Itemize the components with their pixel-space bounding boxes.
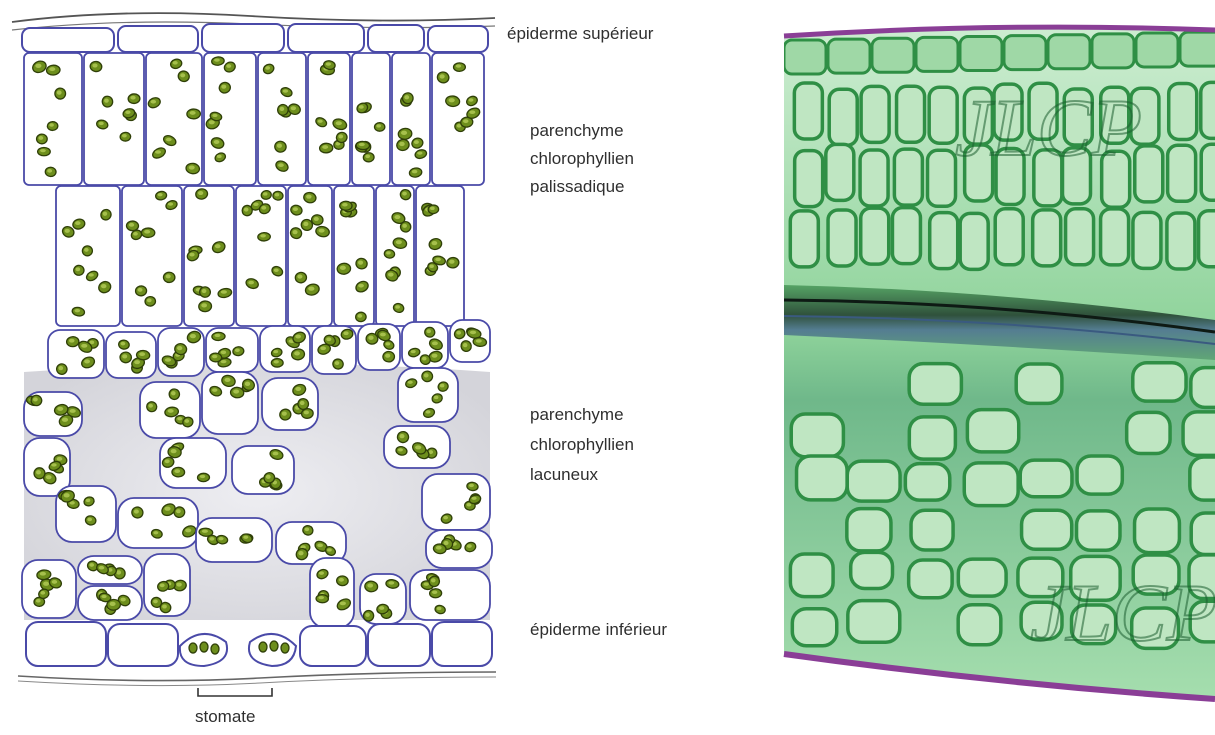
micrograph-epidermal-cell xyxy=(784,40,826,74)
micrograph-palisade-cell xyxy=(892,208,920,264)
micrograph-palisade-cell xyxy=(960,213,988,269)
micrograph-spongy-cell xyxy=(911,510,953,550)
micrograph-spongy-cell xyxy=(1191,513,1215,555)
guard-cells xyxy=(180,634,296,666)
micrograph-epidermal-cell xyxy=(1136,33,1178,67)
label-spongy-2: chlorophyllien xyxy=(530,435,634,454)
micrograph-spongy-cell xyxy=(909,560,952,598)
palisade-cell xyxy=(352,53,390,185)
micrograph-spongy-cell xyxy=(1077,456,1122,494)
spongy-cell xyxy=(410,570,490,620)
label-stomate: stomate xyxy=(195,707,255,726)
micrograph-watermark-lower: JLCP xyxy=(1030,567,1215,658)
micrograph-spongy-cell xyxy=(909,364,961,405)
micrograph-spongy-cell xyxy=(1133,363,1186,401)
label-palisade-3: palissadique xyxy=(530,177,625,196)
micrograph-spongy-cell xyxy=(964,463,1018,506)
micrograph-palisade-cell xyxy=(1167,213,1195,269)
micrograph-palisade-cell xyxy=(1101,209,1129,265)
micrograph-spongy-cell xyxy=(958,605,1001,645)
micrograph-spongy-cell xyxy=(909,417,955,459)
micrograph-spongy-cell xyxy=(1016,364,1062,403)
micrograph-epidermis xyxy=(784,32,1215,74)
micrograph-palisade-cell xyxy=(829,89,857,145)
micrograph-palisade-cell xyxy=(1201,144,1215,200)
micrograph-palisade-cell xyxy=(860,150,888,206)
micrograph-epidermal-cell xyxy=(872,38,914,72)
micrograph-epidermal-cell xyxy=(960,36,1002,70)
micrograph-palisade-cell xyxy=(930,213,958,269)
micrograph-epidermal-cell xyxy=(1180,32,1215,66)
micrograph-palisade-cell xyxy=(794,83,822,139)
micrograph-palisade-cell xyxy=(1201,82,1215,138)
micrograph-spongy-cell xyxy=(905,464,949,500)
micrograph-spongy-cell xyxy=(967,410,1018,452)
label-spongy-1: parenchyme xyxy=(530,405,624,424)
micrograph-palisade-cell xyxy=(795,151,823,207)
label-palisade-1: parenchyme xyxy=(530,121,624,140)
micrograph-spongy-cell xyxy=(1020,460,1072,497)
palisade-cell xyxy=(392,53,430,185)
spongy-cell xyxy=(262,378,318,430)
micrograph-palisade-cell xyxy=(1133,212,1161,268)
micrograph-spongy-cell xyxy=(1127,412,1170,453)
micrograph-palisade-cell xyxy=(861,86,889,142)
micrograph-spongy-cell xyxy=(851,552,893,588)
micrograph-palisade-cell xyxy=(929,87,957,143)
micrograph-spongy-cell xyxy=(1135,509,1180,553)
micrograph-spongy-cell xyxy=(790,554,833,597)
upper-cuticle xyxy=(12,13,495,22)
micrograph-spongy-cell xyxy=(1022,510,1072,549)
leaf-schematic xyxy=(12,13,496,696)
micrograph-spongy-cell xyxy=(847,509,891,551)
micrograph-palisade-cell xyxy=(995,209,1023,265)
label-upper-epidermis: épiderme supérieur xyxy=(507,24,654,43)
micrograph-palisade-cell xyxy=(1199,211,1215,267)
micrograph-palisade-cell xyxy=(1169,83,1197,139)
micrograph-palisade-cell xyxy=(1066,209,1094,265)
palisade-row-2 xyxy=(56,186,464,326)
micrograph-palisade-cell xyxy=(1033,210,1061,266)
lower-cuticle xyxy=(18,672,496,681)
micrograph-epidermal-cell xyxy=(828,39,870,73)
micrograph-palisade-cell xyxy=(897,86,925,142)
label-spongy-3: lacuneux xyxy=(530,465,599,484)
micrograph-spongy-cell xyxy=(958,559,1006,596)
micrograph-palisade-cell xyxy=(828,210,856,266)
label-palisade-2: chlorophyllien xyxy=(530,149,634,168)
micrograph-palisade-cell xyxy=(826,144,854,200)
micrograph-watermark: JLCP xyxy=(955,82,1142,173)
palisade-row-1 xyxy=(24,53,484,185)
micrograph-palisade-cell xyxy=(861,208,889,264)
leaf-micrograph: JLCP JLCP xyxy=(780,15,1215,715)
micrograph-spongy-cell xyxy=(1077,511,1120,550)
micrograph-spongy-cell xyxy=(1183,412,1215,455)
micrograph-palisade-cell xyxy=(928,150,956,206)
micrograph-palisade-cell xyxy=(894,149,922,205)
micrograph-palisade-cell xyxy=(1168,145,1196,201)
micrograph-spongy-cell xyxy=(797,456,848,500)
micrograph-spongy-cell xyxy=(792,609,836,646)
micrograph-epidermal-cell xyxy=(1004,36,1046,70)
spongy-cell xyxy=(118,498,198,548)
micrograph-spongy-cell xyxy=(847,461,900,501)
micrograph-epidermal-cell xyxy=(916,37,958,71)
stomate-bracket xyxy=(198,688,272,696)
micrograph-spongy-cell xyxy=(848,601,900,643)
upper-epidermis-cells xyxy=(22,24,488,52)
micrograph-epidermal-cell xyxy=(1092,34,1134,68)
micrograph-spongy-cell xyxy=(1190,457,1215,500)
micrograph-palisade-cell xyxy=(790,211,818,267)
micrograph-spongy-cell xyxy=(1191,368,1215,408)
label-lower-epidermis: épiderme inférieur xyxy=(530,620,667,639)
micrograph-epidermal-cell xyxy=(1048,35,1090,69)
spongy-cell xyxy=(310,558,354,628)
micrograph-spongy-cell xyxy=(791,414,843,457)
